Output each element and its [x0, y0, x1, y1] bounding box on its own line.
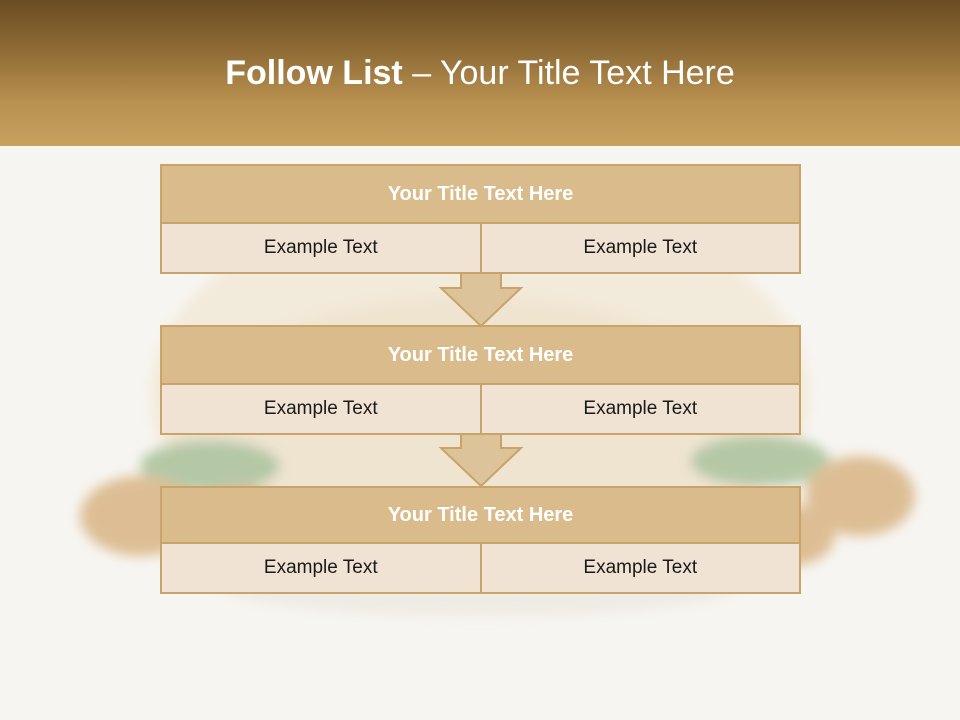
slide-title-rest: – Your Title Text Here	[402, 54, 735, 92]
list-block: Your Title Text Here Example Text Exampl…	[160, 486, 801, 594]
list-block: Your Title Text Here Example Text Exampl…	[160, 325, 801, 435]
block-row: Example Text Example Text	[162, 385, 799, 433]
block-cell: Example Text	[263, 557, 378, 578]
block-row: Example Text Example Text	[162, 224, 799, 272]
block-title: Your Title Text Here	[162, 488, 799, 544]
arrow-down-icon	[438, 430, 524, 488]
block-cell: Example Text	[479, 224, 800, 272]
arrow-down-icon	[438, 270, 524, 328]
list-block: Your Title Text Here Example Text Exampl…	[160, 164, 801, 274]
block-cell: Example Text	[479, 544, 800, 592]
block-cell: Example Text	[479, 385, 800, 433]
block-title: Your Title Text Here	[162, 166, 799, 224]
block-title: Your Title Text Here	[162, 327, 799, 385]
slide-title-bold: Follow List	[225, 54, 403, 92]
block-cell: Example Text	[263, 398, 378, 419]
slide-title: Follow List – Your Title Text Here	[0, 54, 960, 93]
block-cell: Example Text	[263, 237, 378, 258]
header-banner	[0, 0, 960, 146]
block-row: Example Text Example Text	[162, 544, 799, 592]
